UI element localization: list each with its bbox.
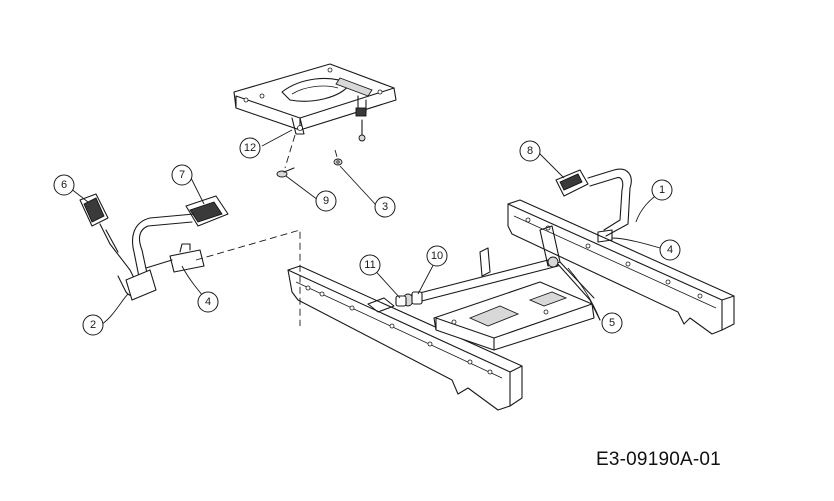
svg-text:6: 6 [61, 179, 67, 191]
seat-mount-plate [233, 63, 397, 135]
svg-text:7: 7 [179, 169, 185, 181]
leader-lines [69, 129, 663, 325]
svg-text:3: 3 [382, 201, 388, 213]
callout-7: 7 [171, 164, 193, 186]
svg-text:10: 10 [431, 250, 443, 262]
callout-6: 6 [53, 174, 75, 196]
callouts: 1 2 3 4 4 5 6 7 [53, 137, 681, 336]
seat-hardware [276, 119, 366, 178]
right-pedal-assembly [555, 168, 632, 243]
svg-text:12: 12 [244, 142, 256, 154]
callout-11: 11 [359, 254, 381, 276]
callout-5: 5 [601, 312, 623, 334]
callout-1: 1 [651, 179, 673, 201]
right-frame-rail [507, 199, 735, 335]
svg-text:1: 1 [659, 184, 665, 196]
left-pedal-assembly [79, 193, 229, 301]
callout-3: 3 [374, 196, 396, 218]
callout-9: 9 [315, 190, 337, 212]
callout-4-left: 4 [197, 291, 219, 313]
callout-12: 12 [239, 137, 261, 159]
svg-text:11: 11 [364, 259, 375, 271]
callout-2: 2 [82, 314, 104, 336]
diagram-reference-code: E3-09190A-01 [596, 449, 721, 470]
callout-4-right: 4 [659, 239, 681, 261]
alignment-guide [195, 229, 301, 326]
svg-text:5: 5 [609, 317, 615, 329]
svg-text:9: 9 [323, 195, 329, 207]
cross-shaft [395, 225, 601, 321]
callout-8: 8 [519, 140, 541, 162]
svg-text:4: 4 [667, 244, 673, 256]
left-frame-rail [287, 265, 523, 411]
svg-text:8: 8 [527, 145, 533, 157]
callout-10: 10 [426, 245, 448, 267]
floor-plate [433, 247, 595, 351]
svg-text:4: 4 [205, 296, 211, 308]
svg-text:2: 2 [90, 319, 96, 331]
